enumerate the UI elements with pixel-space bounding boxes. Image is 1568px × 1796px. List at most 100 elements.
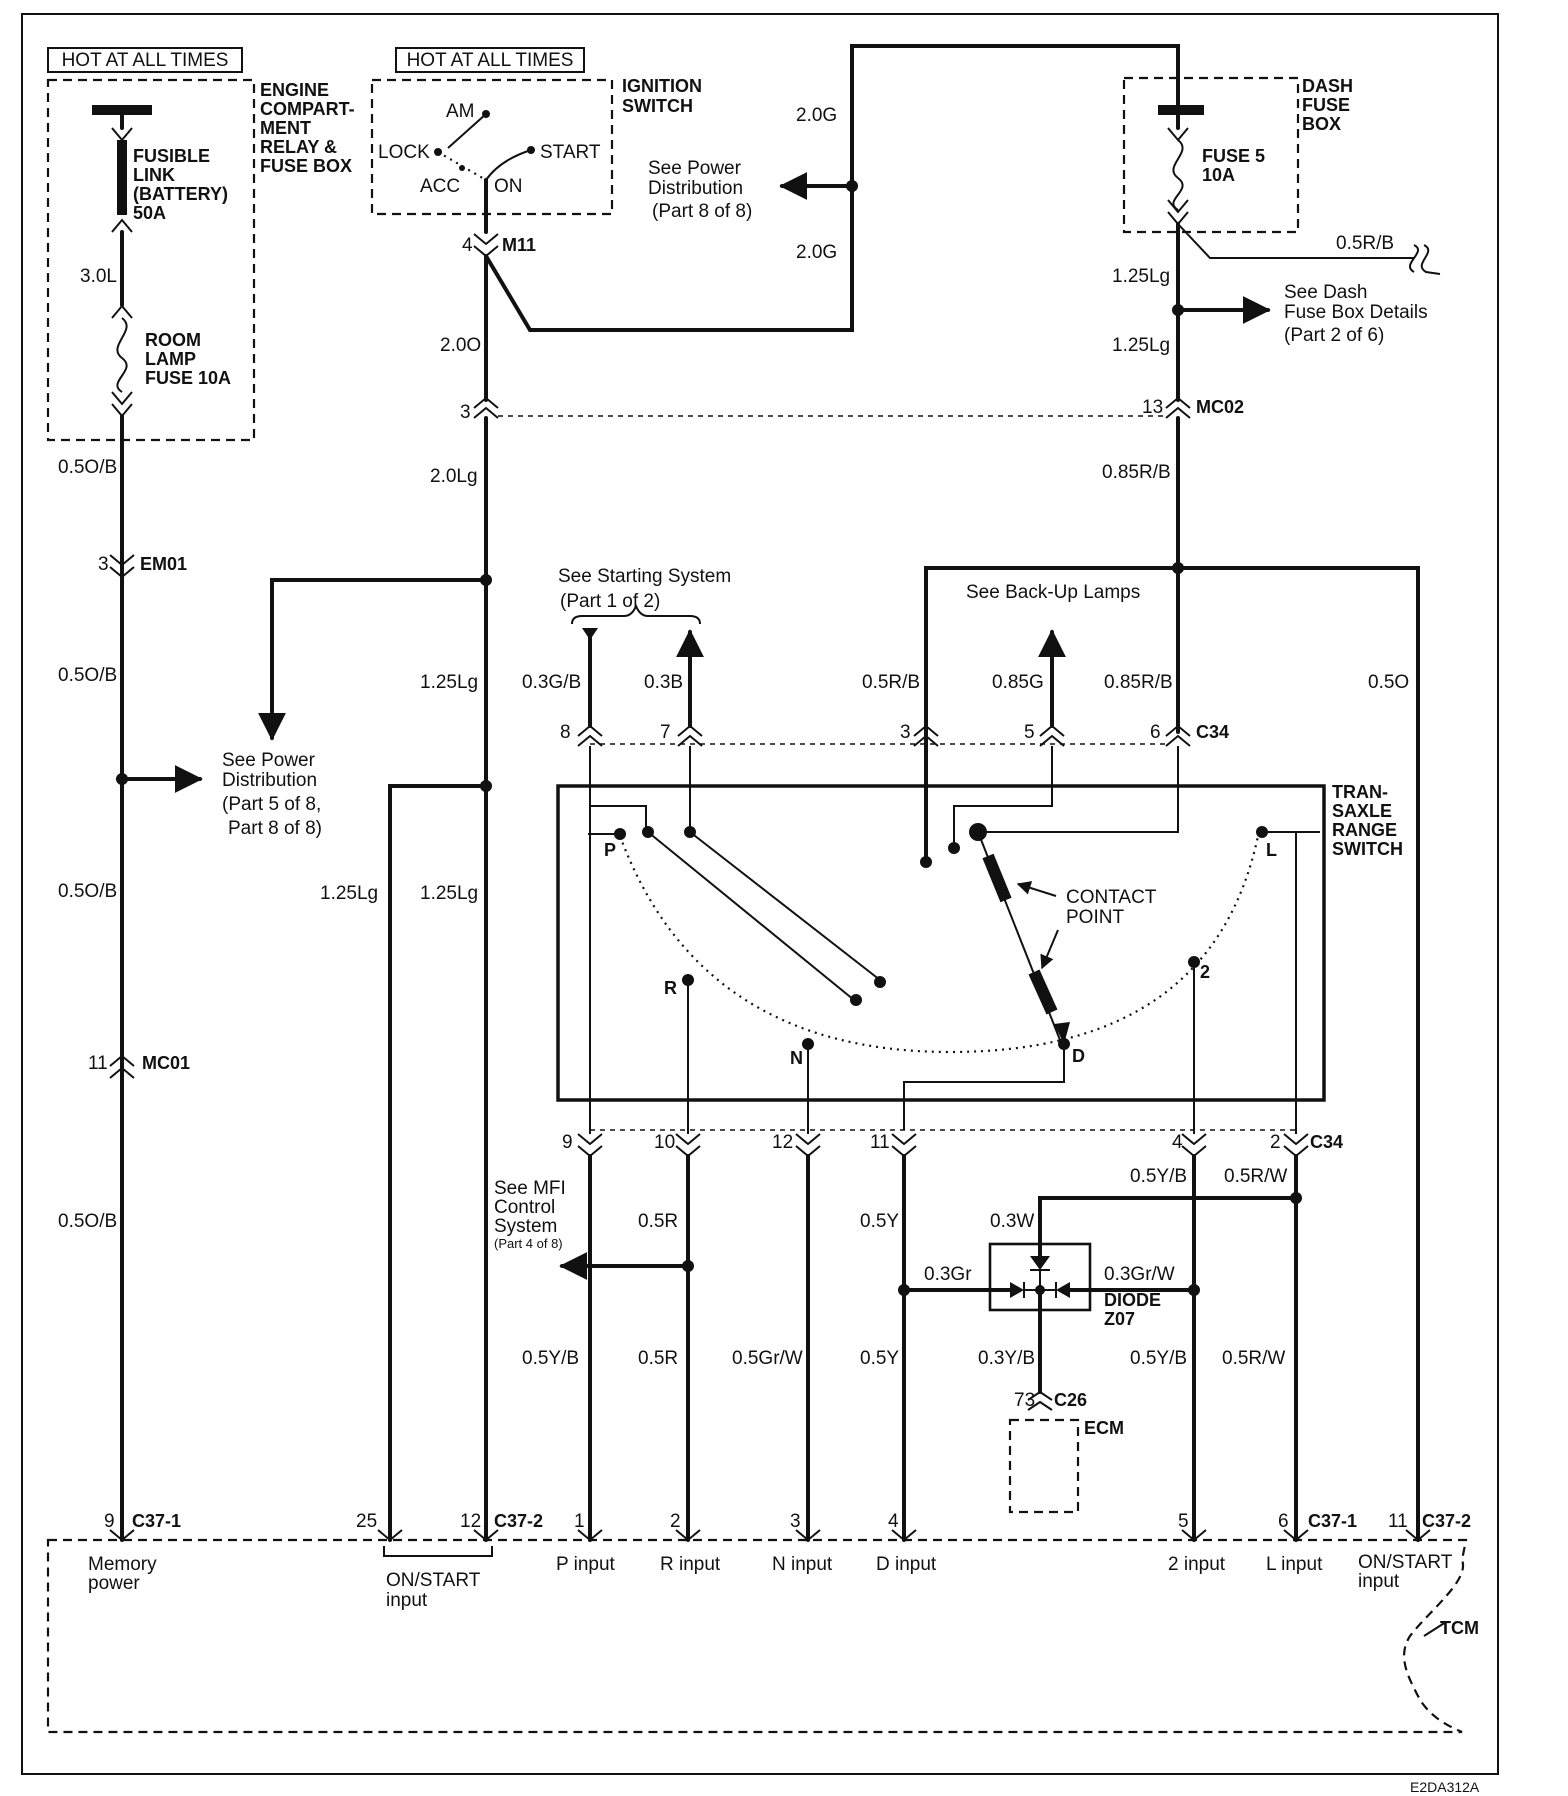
wire-segment — [1181, 1133, 1207, 1158]
wire-segment — [473, 1529, 499, 1542]
label-text: 9 — [562, 1132, 573, 1153]
wire-segment — [1028, 969, 1058, 1015]
label-text: P input — [556, 1554, 616, 1575]
wire-label: 0.5R/W — [1224, 1166, 1287, 1187]
wire-label: 0.3B — [644, 672, 683, 693]
label-text: 11 — [870, 1132, 890, 1153]
tcm: TCM 9 C37-1 25 12 C37-2 1 2 3 4 5 6 C37-… — [46, 1511, 1479, 1734]
label-text: LINK — [133, 165, 175, 185]
wire-segment — [1409, 244, 1419, 273]
label-text: SWITCH — [1332, 839, 1403, 859]
component-box — [395, 47, 585, 73]
wire-segment — [473, 396, 499, 419]
junction-dot — [920, 856, 932, 868]
label-text: 1 — [574, 1511, 585, 1532]
wire-label: 0.5O/B — [58, 881, 117, 902]
label-text: 4 — [1172, 1132, 1183, 1153]
wire-label: 0.5R/B — [862, 672, 920, 693]
label-text: ENGINE — [260, 80, 329, 100]
label-text: (Part 8 of 8) — [652, 201, 752, 222]
engine-compartment-fuse-box: HOT AT ALL TIMES ENGINE COMPART- MENT RE… — [46, 47, 355, 442]
wire-segment — [111, 391, 133, 406]
label-text: CONTACT — [1066, 887, 1157, 908]
hot-at-all-times-label-ignition: HOT AT ALL TIMES — [407, 50, 574, 71]
label-text: 7 — [660, 722, 671, 743]
wire-segment — [485, 149, 532, 181]
label-text: (BATTERY) — [133, 184, 228, 204]
label-text: 2 — [670, 1511, 681, 1532]
label-text: FUSE BOX — [260, 156, 352, 176]
transaxle-range-switch: TRAN- SAXLE RANGE SWITCH P R N D 2 L CON… — [556, 782, 1403, 1130]
wire-segment — [589, 746, 647, 830]
label-text: 13 — [1142, 397, 1163, 418]
wire-label: 0.5Gr/W — [732, 1348, 803, 1369]
wire-segment — [978, 746, 1179, 833]
label-text: 9 — [104, 1511, 115, 1532]
label-text: ECM — [1084, 1418, 1124, 1438]
label-text: 11 — [88, 1053, 108, 1074]
label-text: M11 — [502, 235, 536, 255]
label-text: SAXLE — [1332, 801, 1392, 821]
dash-fuse-box: DASH FUSE BOX FUSE 5 10A — [1122, 76, 1353, 234]
wire-label: 0.5Y/B — [1130, 1166, 1187, 1187]
label-text: MC01 — [142, 1053, 190, 1073]
wire-segment — [1056, 1282, 1070, 1298]
ignition-switch: HOT AT ALL TIMES IGNITION SWITCH AM LOCK… — [370, 47, 702, 234]
label-text: AM — [446, 101, 475, 122]
wire-label: 0.85G — [992, 672, 1044, 693]
label-text: 8 — [560, 722, 571, 743]
wire-segment — [913, 724, 939, 747]
label-text: Distribution — [222, 770, 317, 791]
wire-segment — [1038, 1196, 1298, 1258]
wire-label: 1.25Lg — [320, 883, 378, 904]
label-text: L input — [1266, 1554, 1323, 1575]
label-text: BOX — [1302, 114, 1341, 134]
wire-label: 1.25Lg — [1112, 266, 1170, 287]
wire-segment — [675, 1529, 701, 1542]
label-text: RANGE — [1332, 820, 1397, 840]
component-box — [47, 47, 243, 73]
label-text: 10A — [1202, 165, 1235, 185]
label-text: See Power — [648, 158, 742, 179]
em01-connector — [109, 554, 135, 579]
label-text: C37-2 — [1422, 1511, 1471, 1531]
wire-label: 0.5R — [638, 1211, 678, 1232]
label-text: See Starting System — [558, 566, 731, 587]
mc01-connector — [109, 1054, 135, 1079]
wire-label: 1.25Lg — [420, 883, 478, 904]
label-text: 50A — [133, 203, 166, 223]
label-text: R — [664, 978, 677, 998]
wire-segment — [1039, 724, 1065, 747]
wire-label: 2.0G — [796, 242, 837, 263]
wire-segment — [1283, 1529, 1309, 1542]
wire-label: 0.5R — [638, 1348, 678, 1369]
label-text: COMPART- — [260, 99, 355, 119]
label-text: POINT — [1066, 907, 1124, 928]
wire-segment — [577, 1133, 603, 1158]
wire-label: 0.5O/B — [58, 665, 117, 686]
wire-segment — [1283, 1133, 1309, 1158]
wire-segment — [388, 784, 488, 1542]
label-text: (Part 2 of 6) — [1284, 325, 1384, 346]
wire-segment — [795, 1133, 821, 1158]
component-box — [370, 78, 614, 216]
wire-label: 0.5Y — [860, 1211, 899, 1232]
wire-segment — [1167, 199, 1189, 226]
label-text: input — [1358, 1571, 1400, 1592]
wire-segment — [903, 1044, 1065, 1130]
label-text: 25 — [356, 1511, 377, 1532]
hot-at-all-times-label-left: HOT AT ALL TIMES — [62, 50, 229, 71]
wire-segment — [689, 831, 881, 981]
fusible-link: FUSIBLE LINK (BATTERY) 50A — [92, 105, 228, 233]
label-text: LOCK — [378, 142, 430, 163]
wire-segment — [1172, 139, 1184, 211]
wire-segment — [46, 1538, 1468, 1734]
label-text: START — [540, 142, 601, 163]
label-text: RELAY & — [260, 137, 337, 157]
wire-segment — [1030, 1256, 1050, 1270]
label-text: 5 — [1024, 722, 1035, 743]
label-text: N — [790, 1048, 803, 1068]
wire-segment — [383, 1546, 493, 1557]
label-text: 3 — [460, 402, 471, 423]
label-text: C34 — [1310, 1132, 1343, 1152]
